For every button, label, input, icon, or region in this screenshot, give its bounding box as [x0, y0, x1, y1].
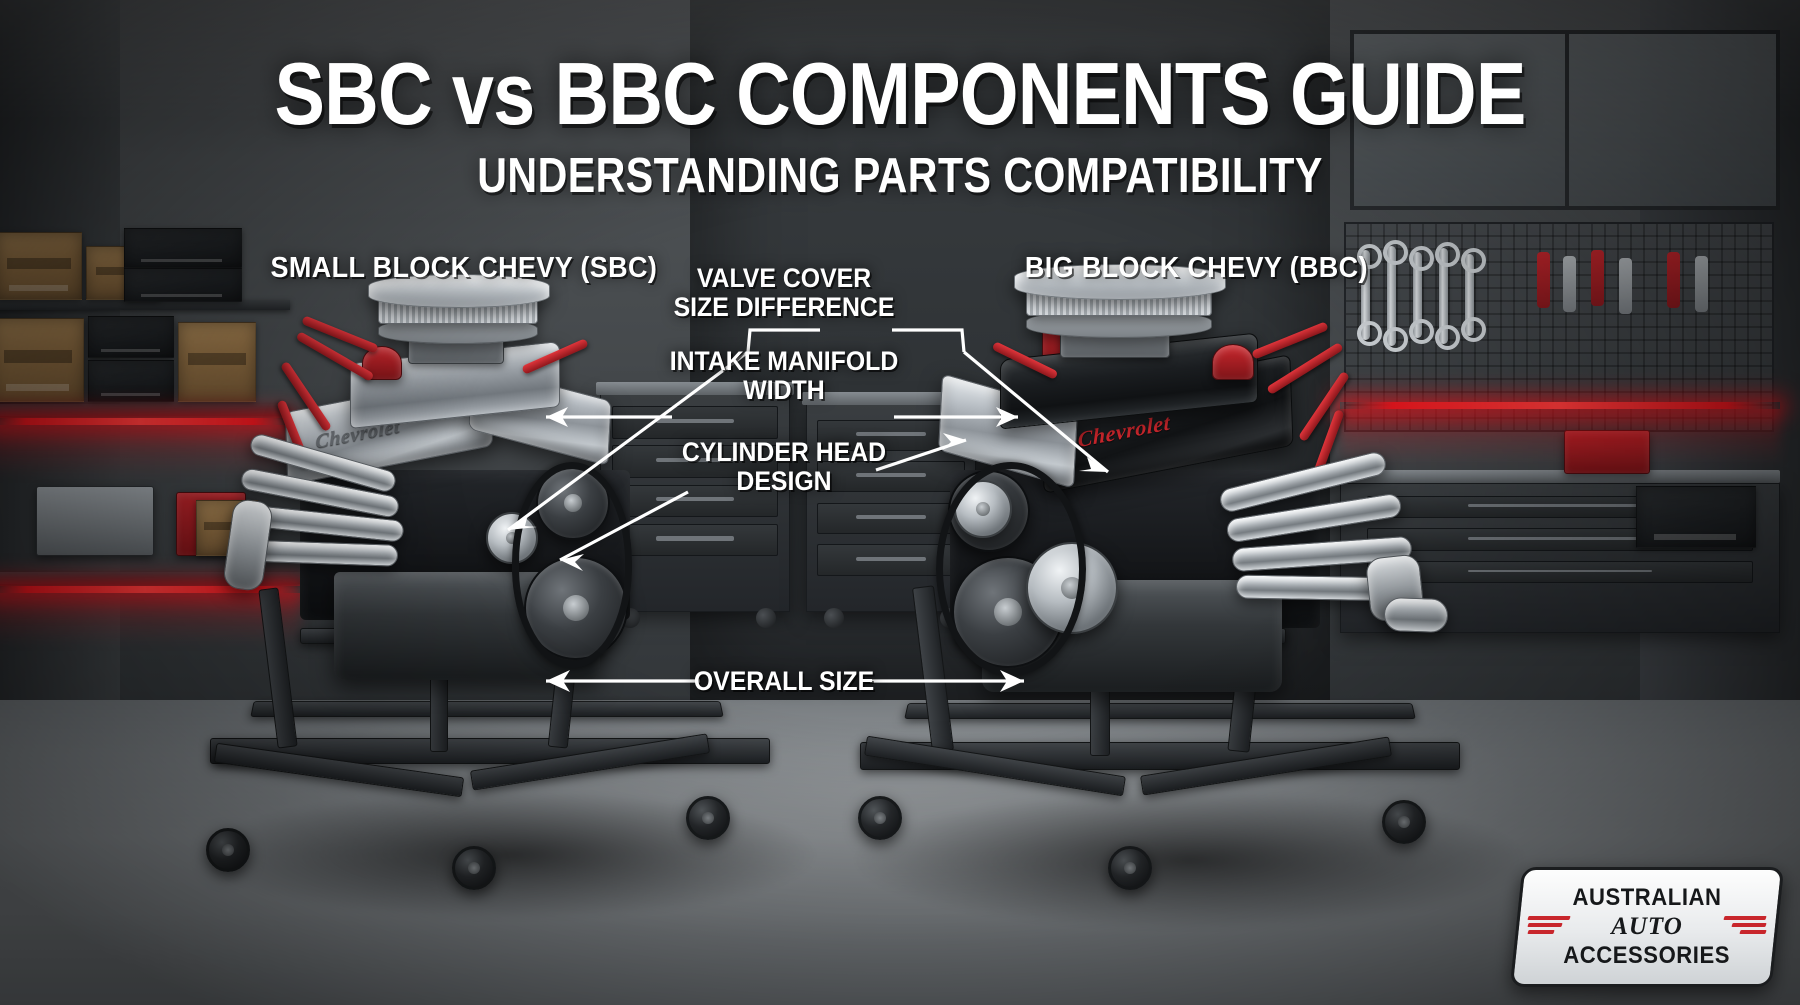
pliers-icon [1667, 252, 1680, 308]
engine-shadow [850, 790, 1530, 930]
caster [1382, 800, 1426, 844]
callout-valve-cover: VALVE COVER SIZE DIFFERENCE [673, 263, 895, 322]
wrench-icon [1409, 246, 1434, 344]
engine-label-bbc: BIG BLOCK CHEVY (BBC) [1024, 252, 1368, 284]
serpentine-belt [936, 462, 1086, 676]
callout-cylinder-head: CYLINDER HEAD DESIGN [681, 437, 887, 496]
caster [858, 796, 902, 840]
logo-text: AUSTRALIAN AUTO ACCESSORIES [1516, 867, 1778, 987]
storage-box [178, 322, 256, 402]
logo-line-2: AUTO [1611, 913, 1683, 940]
pliers-icon [1563, 256, 1576, 312]
wrench-icon [1383, 240, 1408, 352]
pliers-icon [1619, 258, 1632, 314]
engine-stand-rail [904, 703, 1416, 720]
serpentine-belt [512, 462, 632, 668]
brand-logo[interactable]: AUSTRALIAN AUTO ACCESSORIES [1509, 867, 1785, 987]
exhaust-outlet [1383, 596, 1449, 634]
led-strip [1340, 402, 1780, 409]
shelf-plank [0, 404, 290, 416]
callout-overall-size: OVERALL SIZE [693, 666, 875, 696]
logo-line-1: AUSTRALIAN [1572, 884, 1722, 911]
tool-case [36, 486, 154, 556]
storage-box [124, 268, 242, 302]
pliers-icon [1695, 256, 1708, 312]
storage-box [88, 316, 174, 358]
pliers-icon [1537, 252, 1550, 308]
engine-label-sbc: SMALL BLOCK CHEVY (SBC) [270, 252, 658, 284]
led-strip-glow [0, 584, 300, 644]
header-block: SBC vs BBC COMPONENTS GUIDE UNDERSTANDIN… [0, 44, 1800, 204]
logo-line-3: ACCESSORIES [1563, 942, 1731, 969]
storage-box [0, 232, 82, 300]
caster [1108, 846, 1152, 890]
led-strip-glow [0, 416, 290, 476]
storage-box [124, 228, 242, 268]
callout-intake-manifold: INTAKE MANIFOLD WIDTH [669, 346, 899, 405]
wrench-icon [1461, 248, 1486, 342]
distributor-bbc [1212, 344, 1254, 380]
storage-box [88, 360, 174, 402]
pliers-icon [1591, 250, 1604, 306]
led-strip-glow [1340, 404, 1780, 464]
page-subtitle: UNDERSTANDING PARTS COMPATIBILITY [477, 148, 1323, 203]
caster [824, 608, 844, 628]
storage-box [1636, 486, 1756, 548]
led-strip [0, 418, 290, 425]
engine-stand-rail [250, 701, 724, 718]
wrench-icon [1435, 242, 1460, 350]
caster [756, 608, 776, 628]
page-title: SBC vs BBC COMPONENTS GUIDE [274, 44, 1527, 143]
caster [452, 846, 496, 890]
storage-box [0, 318, 84, 402]
caster [206, 828, 250, 872]
workbench-top [1340, 470, 1780, 483]
caster [686, 796, 730, 840]
